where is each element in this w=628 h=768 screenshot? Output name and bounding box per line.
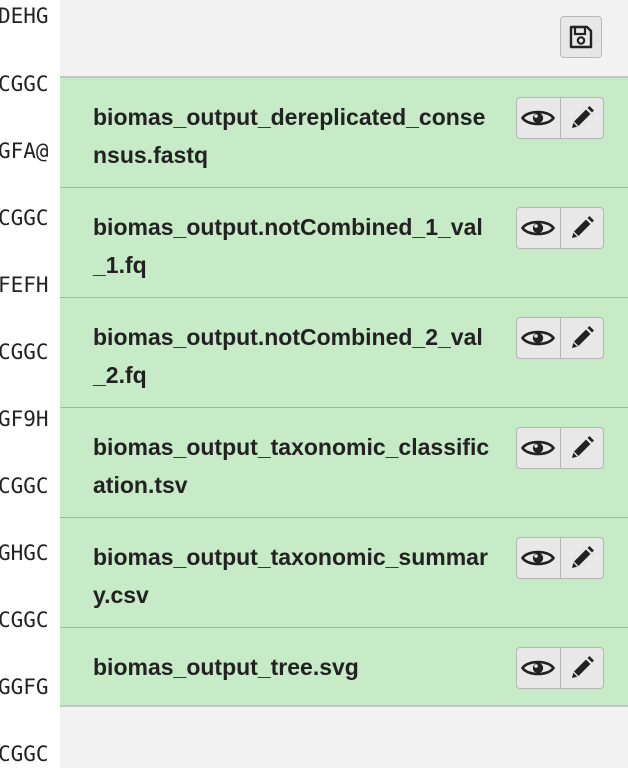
sequence-line: CGGC [0,742,49,766]
file-actions [516,647,604,689]
pencil-icon [571,656,594,678]
eye-icon [521,440,556,456]
sequence-line: DEHG [0,4,49,28]
edit-button[interactable] [559,538,604,578]
eye-icon [521,220,556,236]
sequence-line: GGFG [0,675,49,699]
sequence-line: CGGC [0,206,49,230]
view-button[interactable] [517,98,560,138]
file-row: biomas_output_tree.svg [60,628,628,705]
file-list: biomas_output_dereplicated_consensus.fas… [60,76,628,707]
output-files-panel: biomas_output_dereplicated_consensus.fas… [60,0,628,768]
floppy-disk-icon [569,25,593,49]
file-row: biomas_output.notCombined_2_val_2.fq [60,298,628,408]
pencil-icon [571,436,594,458]
pencil-icon [571,106,594,128]
edit-button[interactable] [559,208,604,248]
sequence-line: CGGC [0,474,49,498]
sequence-line: GF9H [0,407,49,431]
edit-button[interactable] [559,648,604,688]
edit-button[interactable] [559,318,604,358]
file-actions [516,427,604,469]
view-button[interactable] [517,208,560,248]
file-name: biomas_output_tree.svg [93,654,359,680]
background-sequence-text: DEHG CGGC GFA@ CGGC FEFH CGGC GF9H CGGC … [0,0,60,768]
file-row: biomas_output_taxonomic_summary.csv [60,518,628,628]
sequence-line: CGGC [0,340,49,364]
panel-toolbar [60,0,628,76]
sequence-line: CGGC [0,608,49,632]
pencil-icon [571,546,594,568]
file-name: biomas_output_taxonomic_summary.csv [93,544,488,608]
file-actions [516,97,604,139]
eye-icon [521,110,556,126]
view-button[interactable] [517,538,560,578]
file-actions [516,317,604,359]
file-name: biomas_output_dereplicated_consensus.fas… [93,104,486,168]
sequence-line: GHGC [0,541,49,565]
eye-icon [521,330,556,346]
sequence-line: GFA@ [0,139,49,163]
file-row: biomas_output.notCombined_1_val_1.fq [60,188,628,298]
view-button[interactable] [517,428,560,468]
pencil-icon [571,326,594,348]
file-name: biomas_output.notCombined_1_val_1.fq [93,214,483,278]
file-actions [516,537,604,579]
sequence-line: FEFH [0,273,49,297]
file-actions [516,207,604,249]
edit-button[interactable] [559,98,604,138]
eye-icon [521,660,556,676]
file-name: biomas_output.notCombined_2_val_2.fq [93,324,483,388]
pencil-icon [571,216,594,238]
edit-button[interactable] [559,428,604,468]
save-button[interactable] [560,16,602,58]
file-row: biomas_output_dereplicated_consensus.fas… [60,78,628,188]
file-name: biomas_output_taxonomic_classification.t… [93,434,490,498]
file-row: biomas_output_taxonomic_classification.t… [60,408,628,518]
view-button[interactable] [517,318,560,358]
eye-icon [521,550,556,566]
view-button[interactable] [517,648,560,688]
sequence-line: CGGC [0,72,49,96]
